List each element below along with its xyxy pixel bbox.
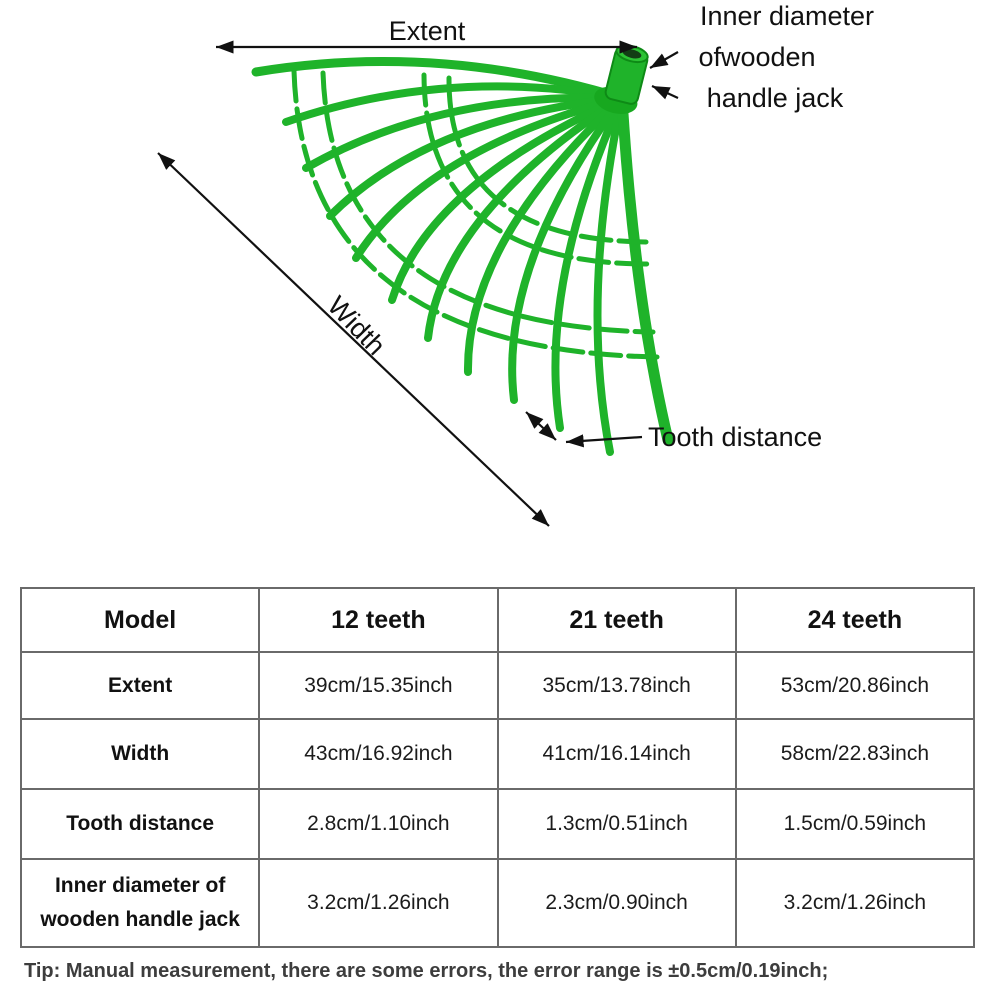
inner-diameter-label: Inner diameter ofwooden handle jack	[698, 1, 874, 113]
header-24-teeth: 24 teeth	[734, 587, 976, 653]
extent-21-teeth: 35cm/13.78inch	[496, 651, 737, 720]
row-label-extent: Extent	[19, 651, 261, 720]
tip-text: Tip: Manual measurement, there are some …	[24, 960, 829, 982]
tooth-distance-pointer-arrow	[565, 434, 643, 448]
inner-diameter-arrow-bottom	[651, 85, 679, 100]
inner-diameter-line2: ofwooden	[698, 42, 815, 72]
width-arrow	[157, 152, 550, 527]
rake-diagram: Extent Inner diameter ofwooden handle ja…	[157, 1, 874, 527]
row-label-inner-diameter: Inner diameter of wooden handle jack	[19, 858, 261, 948]
tooth-distance-label: Tooth distance	[648, 422, 822, 452]
table-row-inner-diameter: Inner diameter of wooden handle jack 3.2…	[19, 858, 976, 948]
rake-illustration	[251, 44, 674, 456]
extent-label: Extent	[389, 16, 466, 46]
inner-diameter-21-teeth: 2.3cm/0.90inch	[496, 858, 737, 948]
dimension-table: Model 12 teeth 21 teeth 24 teeth Extent …	[19, 587, 976, 948]
dimension-table-section: Model 12 teeth 21 teeth 24 teeth Extent …	[19, 587, 976, 983]
extent-24-teeth: 53cm/20.86inch	[734, 651, 976, 720]
inner-diameter-arrow-top	[649, 51, 679, 69]
inner-diameter-line3: handle jack	[707, 83, 844, 113]
header-21-teeth: 21 teeth	[496, 587, 737, 653]
width-24-teeth: 58cm/22.83inch	[734, 718, 976, 790]
tooth-distance-21-teeth: 1.3cm/0.51inch	[496, 788, 737, 860]
tooth-distance-12-teeth: 2.8cm/1.10inch	[258, 788, 499, 860]
row-label-width: Width	[19, 718, 261, 790]
row-label-tooth-distance: Tooth distance	[19, 788, 261, 860]
table-header-row: Model 12 teeth 21 teeth 24 teeth	[19, 587, 976, 653]
width-21-teeth: 41cm/16.14inch	[496, 718, 737, 790]
handle-socket	[594, 44, 649, 114]
header-12-teeth: 12 teeth	[258, 587, 499, 653]
header-model: Model	[19, 587, 261, 653]
tooth-distance-24-teeth: 1.5cm/0.59inch	[734, 788, 976, 860]
table-row-width: Width 43cm/16.92inch 41cm/16.14inch 58cm…	[19, 718, 976, 790]
tooth-distance-span-arrow	[525, 411, 557, 441]
extent-12-teeth: 39cm/15.35inch	[258, 651, 499, 720]
width-12-teeth: 43cm/16.92inch	[258, 718, 499, 790]
table-row-extent: Extent 39cm/15.35inch 35cm/13.78inch 53c…	[19, 651, 976, 720]
width-label: Width	[322, 290, 392, 360]
table-row-tooth-distance: Tooth distance 2.8cm/1.10inch 1.3cm/0.51…	[19, 788, 976, 860]
inner-diameter-12-teeth: 3.2cm/1.26inch	[258, 858, 499, 948]
inner-diameter-24-teeth: 3.2cm/1.26inch	[734, 858, 976, 948]
inner-diameter-line1: Inner diameter	[700, 1, 874, 31]
